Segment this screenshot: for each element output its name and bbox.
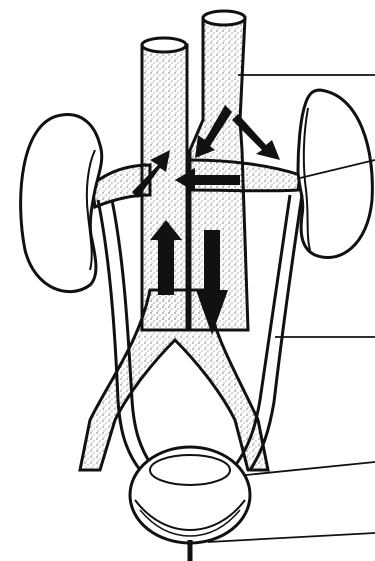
left-kidney [21,115,102,292]
right-kidney [298,90,372,258]
leader-line-urethra [208,533,375,542]
bladder [130,447,250,543]
